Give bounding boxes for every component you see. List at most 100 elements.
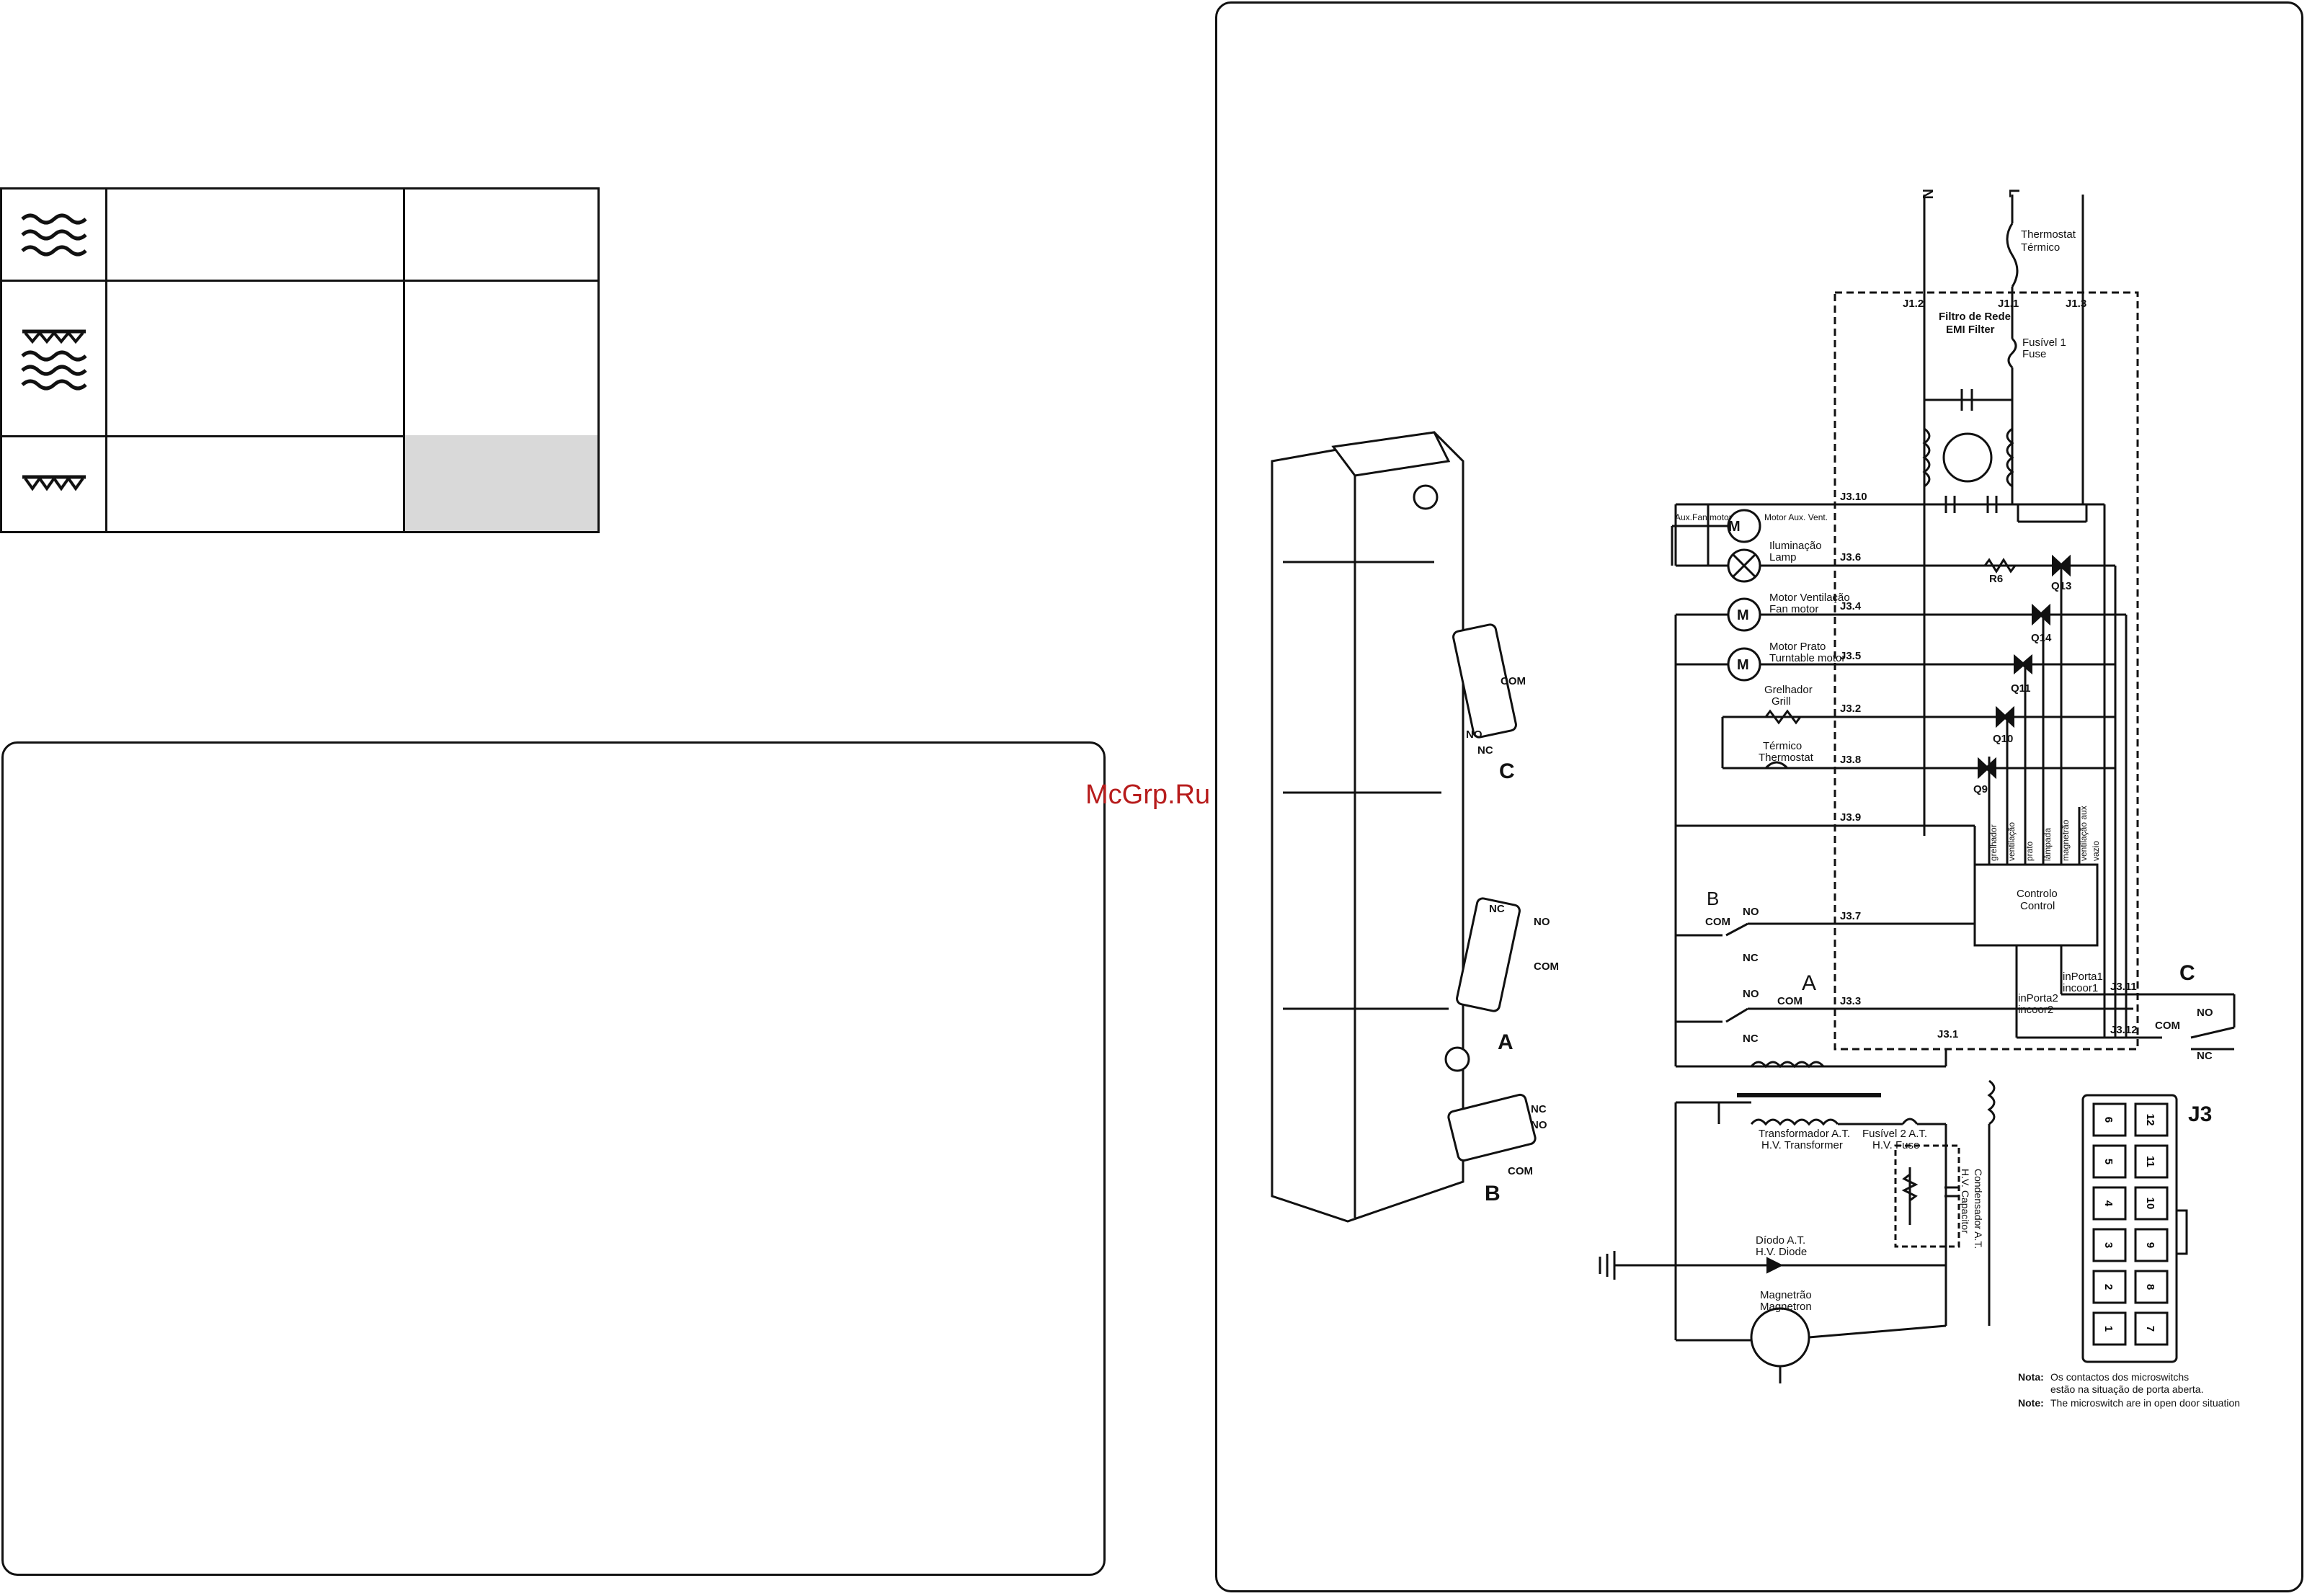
switch-c-body [1452, 623, 1517, 739]
control-line-fan: ventilação [2006, 822, 2017, 861]
connector-j3-6: J3.6 [1840, 551, 1861, 563]
j3-pin-6 [2092, 1102, 2127, 1137]
triac-q9: Q9 [1973, 783, 1988, 795]
fuse1-label-1: Fusível 1 [2022, 336, 2066, 349]
switch-c-com: COM [2155, 1020, 2180, 1032]
j3-pin-1 [2092, 1311, 2127, 1346]
switch-a-letter: A [1802, 971, 1816, 995]
switch-a-body [1456, 897, 1521, 1012]
j3-pin-11 [2134, 1144, 2169, 1179]
triac-q13: Q13 [2051, 580, 2071, 592]
resistor-r6: R6 [1989, 573, 2003, 585]
hv-capacitor-label-2: H.V. Capacitor [1960, 1169, 1971, 1234]
note-label-en: Note: [2018, 1397, 2044, 1409]
door-input-2-alt: incoor2 [2018, 1004, 2053, 1016]
j3-pin-label-7: 7 [2144, 1326, 2156, 1332]
j3-pin-label-9: 9 [2144, 1242, 2156, 1248]
connector-j3-3: J3.3 [1840, 995, 1861, 1007]
triac-q11: Q11 [2011, 682, 2031, 695]
part-b-letter: B [1485, 1182, 1501, 1205]
part-c-no: NO [1466, 728, 1483, 741]
part-a-com: COM [1534, 960, 1559, 973]
connector-j3-12: J3.12 [2110, 1024, 2138, 1036]
j3-pin-label-10: 10 [2144, 1198, 2156, 1210]
hv-fuse-label-1: Fusível 2 A.T. [1862, 1128, 1927, 1140]
turntable-label-1: Motor Prato [1769, 641, 1826, 653]
connector-j1-2: J1.2 [1903, 298, 1924, 310]
j3-title: J3 [2188, 1102, 2212, 1126]
grill-icon [2, 437, 107, 531]
j3-pin-4 [2092, 1186, 2127, 1221]
watermark: McGrp.Ru [1085, 780, 1211, 810]
grill-label-2: Grill [1772, 695, 1791, 708]
triac-q14: Q14 [2031, 632, 2052, 644]
microwave-grill-combined-icon [2, 282, 107, 435]
switch-b-com: COM [1705, 916, 1730, 928]
j3-pin-8 [2134, 1270, 2169, 1304]
part-a-no: NO [1534, 916, 1550, 928]
switch-b-nc: NC [1743, 952, 1759, 964]
part-c-nc: NC [1477, 744, 1493, 757]
live-label: L [2006, 189, 2022, 197]
connector-j3-10: J3.10 [1840, 491, 1867, 503]
j3-pin-9 [2134, 1228, 2169, 1262]
thermostat-label-1: Thermostat [2021, 228, 2076, 241]
door-switch-bracket [1271, 431, 1464, 1223]
part-a-nc: NC [1489, 903, 1505, 915]
switch-b-letter: B [1707, 888, 1719, 909]
emi-label-2: EMI Filter [1946, 324, 1995, 336]
aux-fan-label-2: Motor Aux. Vent. [1764, 512, 1828, 522]
connector-j3-11: J3.11 [2110, 981, 2137, 993]
switch-a-nc: NC [1743, 1033, 1759, 1045]
j3-pin-label-3: 3 [2102, 1242, 2115, 1248]
j3-pin-5 [2092, 1144, 2127, 1179]
connector-j1-1: J1.1 [1998, 298, 2019, 310]
fuse1-label-2: Fuse [2022, 348, 2046, 360]
j3-pin-label-11: 11 [2144, 1156, 2156, 1167]
part-c-letter: C [1499, 759, 1515, 783]
lamp-label-2: Lamp [1769, 551, 1797, 563]
connector-j3-2: J3.2 [1840, 703, 1861, 715]
grill-thermo-label-1: Térmico [1763, 740, 1802, 752]
turntable-motor-symbol: M [1737, 657, 1749, 673]
lamp-label-1: Iluminação [1769, 540, 1822, 552]
switch-c-letter: C [2179, 961, 2195, 985]
door-input-1: inPorta1 [2063, 971, 2103, 983]
connector-j3-7: J3.7 [1840, 910, 1861, 922]
switch-c-nc: NC [2197, 1050, 2213, 1062]
aux-fan-motor-icon [1727, 509, 1761, 543]
part-a-letter: A [1498, 1030, 1513, 1054]
fan-motor-symbol: M [1737, 607, 1749, 623]
hv-diode-label-2: H.V. Diode [1756, 1246, 1807, 1258]
connector-j3-1: J3.1 [1937, 1028, 1958, 1040]
neutral-label: N [1919, 189, 1935, 199]
switch-a-no: NO [1743, 988, 1759, 1000]
fan-motor-icon [1727, 597, 1761, 632]
control-label-2: Control [2020, 900, 2055, 912]
emi-filter-box [1833, 291, 2139, 1051]
emi-label-1: Filtro de Rede [1939, 311, 2011, 323]
note-pt-2: estão na situação de porta aberta. [2050, 1383, 2203, 1395]
thermostat-label-2: Térmico [2021, 241, 2060, 254]
turntable-label-2: Turntable motor [1769, 652, 1845, 664]
door-input-2: inPorta2 [2018, 992, 2058, 1004]
j3-pin-label-1: 1 [2102, 1326, 2115, 1332]
turntable-motor-icon [1727, 647, 1761, 682]
control-line-grill: grelhador [1988, 824, 1999, 861]
part-b-com: COM [1508, 1165, 1533, 1177]
connector-j1-3: J1.3 [2066, 298, 2086, 310]
aux-motor-symbol: M [1728, 519, 1741, 535]
switch-a-com: COM [1777, 995, 1803, 1007]
magnetron-label-1: Magnetrão [1760, 1289, 1812, 1301]
mode-row-microwave [2, 190, 597, 282]
switch-b-no: NO [1743, 906, 1759, 918]
magnetron-label-2: Magnetron [1760, 1301, 1812, 1313]
control-line-magnetron: magnetrão [2061, 819, 2071, 861]
j3-pin-label-5: 5 [2102, 1159, 2115, 1164]
grill-label-1: Grelhador [1764, 684, 1813, 696]
part-c-com: COM [1501, 675, 1526, 687]
door-input-1-alt: incoor1 [2063, 982, 2098, 994]
circuit-diagram: N L Thermostat Térmico Filtro de Rede EM… [1271, 189, 2240, 1409]
control-line-turntable: prato [2024, 841, 2035, 861]
